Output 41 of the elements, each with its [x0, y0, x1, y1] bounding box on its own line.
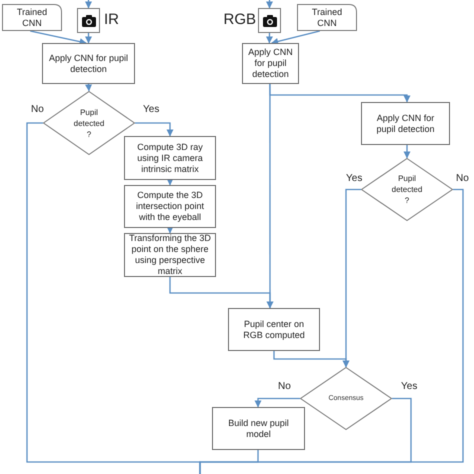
arrow — [404, 145, 410, 158]
decision-diamond — [361, 158, 453, 221]
box-text: Trained CNN — [310, 6, 344, 28]
box-text: Compute 3D ray using IR camera intrinsic matrix — [136, 142, 204, 174]
process-box — [361, 102, 450, 145]
box-text: Trained CNN — [16, 6, 48, 28]
decision-diamond — [300, 367, 392, 430]
process-box — [124, 185, 216, 228]
camera-label: IR — [104, 11, 120, 29]
process-box — [212, 407, 305, 450]
arrow — [266, 0, 273, 8]
camera-label: RGB — [222, 11, 256, 29]
arrow — [166, 226, 174, 234]
arrow — [85, 33, 92, 44]
box-text: Pupil center on RGB computed — [242, 318, 306, 340]
arrow — [85, 84, 92, 92]
process-box — [124, 136, 216, 180]
camera-box — [258, 8, 281, 33]
box-text: Apply CNN for pupil detection — [247, 47, 294, 80]
arrow — [271, 30, 320, 45]
box-text: Compute the 3D intersection point with the eyeball — [134, 190, 206, 223]
arrow — [30, 30, 87, 46]
arrow — [85, 0, 92, 8]
arrow — [266, 33, 273, 44]
note-box — [2, 4, 62, 31]
process-box — [42, 43, 135, 84]
decision-diamond — [43, 91, 135, 155]
box-text: Transforming the 3D point on the sphere using perspective matrix — [128, 233, 212, 277]
arrow — [135, 122, 174, 136]
arrow — [254, 398, 300, 408]
box-text: Apply CNN for pupil detection — [375, 112, 436, 134]
box-text: Apply CNN for pupil detection — [48, 52, 130, 74]
decision-text: Pupil detected ? — [391, 173, 423, 206]
process-box — [228, 308, 320, 351]
note-box — [297, 4, 357, 31]
arrow — [273, 351, 350, 368]
camera-box — [77, 8, 100, 33]
decision-text: Pupil detected ? — [73, 106, 105, 140]
box-text: Build new pupil model — [227, 418, 290, 440]
arrow — [269, 84, 410, 102]
arrow — [166, 178, 174, 186]
